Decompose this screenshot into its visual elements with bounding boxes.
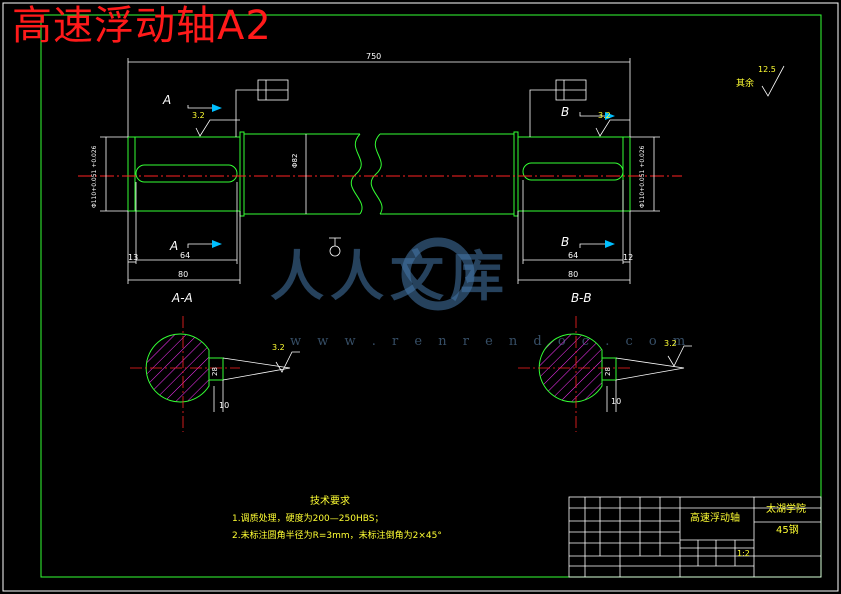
section-mark-b-top: B xyxy=(561,105,570,119)
dim-left-dia: Φ110+0.051 +0.026 xyxy=(91,145,98,209)
shaft-main-view xyxy=(127,131,631,217)
dim-total-length: 750 xyxy=(366,52,382,61)
title-block xyxy=(568,496,822,578)
tech-req-heading: 技术要求 xyxy=(310,496,350,507)
section-title-bb: B-B xyxy=(571,291,592,305)
section-mark-a-top: A xyxy=(163,93,172,107)
drawing-title: 高速浮动轴A2 xyxy=(12,3,272,49)
roughness-section-b: 3.2 xyxy=(664,339,677,348)
watermark-url: w w w . r e n r e n d o c . c o m xyxy=(290,334,692,349)
dim-left-seg: 80 xyxy=(178,270,189,279)
title-block-school: 太湖学院 xyxy=(766,504,806,515)
roughness-rest-label: 其余 xyxy=(736,79,755,89)
tolerance-frames xyxy=(257,79,587,101)
inner-border xyxy=(40,14,822,578)
title-block-part-name: 高速浮动轴 xyxy=(690,513,740,524)
dim-left-end: 13 xyxy=(128,253,139,262)
dim-right-seg: 80 xyxy=(568,270,579,279)
tech-req-line-1: 1.调质处理，硬度为200—250HBS； xyxy=(232,514,384,524)
dim-left-key-len: 64 xyxy=(180,251,191,260)
left-keyway xyxy=(135,164,238,183)
dim-right-end: 12 xyxy=(623,253,634,262)
section-mark-b-bottom: B xyxy=(561,235,570,249)
tech-req-line-2: 2.未标注圆角半径为R=3mm，未标注倒角为2×45° xyxy=(232,531,442,541)
title-block-material: 45钢 xyxy=(776,525,799,536)
section-aa-view xyxy=(130,316,300,432)
watermark-logo xyxy=(401,237,475,311)
roughness-section-a: 3.2 xyxy=(272,343,285,352)
title-block-scale: 1:2 xyxy=(737,549,750,558)
section-title-aa: A-A xyxy=(172,291,193,305)
roughness-left: 3.2 xyxy=(192,111,205,120)
dim-right-dia: Φ110+0.051 +0.026 xyxy=(639,145,646,209)
right-keyway xyxy=(522,162,624,181)
left-journal xyxy=(127,136,241,212)
dimension-lines xyxy=(100,58,785,284)
section-arrows xyxy=(212,104,615,248)
dim-key-depth-a: 10 xyxy=(219,401,230,410)
dim-key-width-b: 28 xyxy=(604,367,612,376)
section-bb-view xyxy=(518,316,692,432)
dim-mid-dia: Φ82 xyxy=(291,153,299,168)
dim-key-depth-b: 10 xyxy=(611,397,622,406)
roughness-right: 3.2 xyxy=(598,111,611,120)
watermark-text: 人人文库 xyxy=(270,244,510,308)
dim-right-key-len: 64 xyxy=(568,251,579,260)
right-journal xyxy=(517,136,631,212)
section-mark-a-bottom: A xyxy=(170,239,179,253)
roughness-rest-value: 12.5 xyxy=(758,65,776,74)
dim-key-width-a: 28 xyxy=(211,367,219,376)
